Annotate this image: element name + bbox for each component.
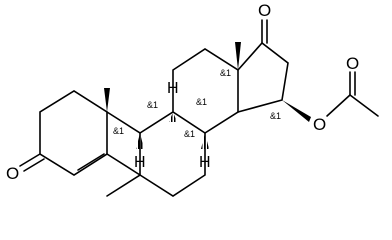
oxygen-ester-carbonyl-label: O <box>346 54 359 73</box>
ester-c-methyl-bond <box>349 94 379 117</box>
ring-a-double-bond <box>77 153 105 171</box>
stereo-label-3: &1 <box>184 129 195 139</box>
h-top-label: H <box>167 80 179 97</box>
h-right-hash <box>201 133 209 149</box>
h-left-hash <box>136 133 144 149</box>
h-top-hash <box>169 112 177 122</box>
oxygen-ester-label: O <box>313 115 326 134</box>
c3-ketone-bond-2 <box>23 158 45 172</box>
c3-ketone-bond-1 <box>19 153 41 167</box>
ester-wedge <box>282 100 311 122</box>
c13-methyl-wedge <box>235 42 241 70</box>
ring-d-bonds <box>237 41 289 113</box>
ring-c-bonds <box>139 48 239 134</box>
stereo-label-2: &1 <box>147 100 158 110</box>
ring-b-bonds <box>106 111 206 197</box>
stereo-label-4: &1 <box>196 97 207 107</box>
oxygen-c17-label: O <box>258 1 271 20</box>
ring-b-bond-ab <box>106 153 141 176</box>
ester-o-c-bond <box>326 94 351 117</box>
oxygen-c3-label: O <box>6 164 19 183</box>
h-left-label: H <box>134 154 146 171</box>
stereo-label-5: &1 <box>220 68 231 78</box>
c10-methyl-wedge <box>104 88 110 112</box>
h-right-label: H <box>199 154 211 171</box>
stereo-label-1: &1 <box>113 126 124 136</box>
steroid-structure: O O O O H H H &1 &1 &1 &1 &1 &1 <box>6 1 379 197</box>
ring-a-bonds <box>39 90 108 176</box>
stereo-label-6: &1 <box>270 111 281 121</box>
